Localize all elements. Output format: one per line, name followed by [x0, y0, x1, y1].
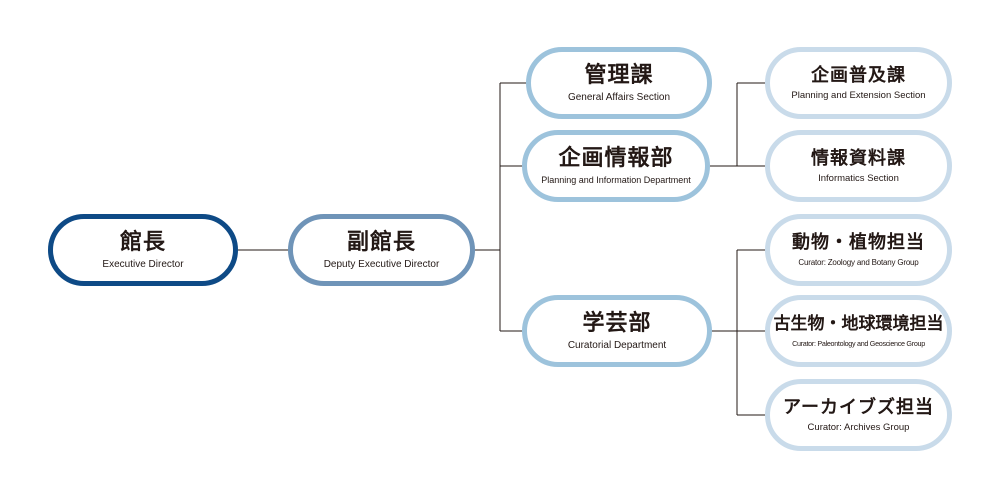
node-subtitle: Deputy Executive Director: [323, 258, 440, 270]
node-title: 動物・植物担当: [792, 231, 925, 253]
node-deputy-executive-director: 副館長 Deputy Executive Director: [288, 214, 475, 286]
node-subtitle: General Affairs Section: [567, 91, 671, 103]
node-title: 古生物・地球環境担当: [773, 313, 944, 334]
node-title: 情報資料課: [811, 147, 906, 169]
node-general-affairs-section: 管理課 General Affairs Section: [526, 47, 712, 119]
node-archives-group: アーカイブズ担当 Curator: Archives Group: [765, 379, 952, 451]
node-title: 副館長: [346, 229, 416, 255]
node-executive-director: 館長 Executive Director: [48, 214, 238, 286]
node-subtitle: Curator: Archives Group: [807, 421, 910, 433]
node-subtitle: Planning and Extension Section: [791, 89, 926, 101]
node-informatics-section: 情報資料課 Informatics Section: [765, 130, 952, 202]
node-title: 管理課: [584, 62, 654, 88]
node-subtitle: Planning and Information Department: [541, 174, 691, 185]
node-subtitle: Curator: Paleontology and Geoscience Gro…: [792, 338, 925, 348]
node-paleontology-geoscience-group: 古生物・地球環境担当 Curator: Paleontology and Geo…: [765, 295, 952, 367]
node-subtitle: Informatics Section: [818, 172, 899, 184]
node-subtitle: Curator: Zoology and Botany Group: [798, 257, 919, 267]
node-zoology-botany-group: 動物・植物担当 Curator: Zoology and Botany Grou…: [765, 214, 952, 286]
node-title: 館長: [119, 229, 166, 255]
node-curatorial-department: 学芸部 Curatorial Department: [522, 295, 712, 367]
node-title: 企画普及課: [811, 64, 906, 86]
node-title: 学芸部: [582, 310, 652, 336]
node-planning-information-department: 企画情報部 Planning and Information Departmen…: [522, 130, 710, 202]
node-title: 企画情報部: [558, 145, 674, 171]
node-subtitle: Executive Director: [102, 258, 184, 270]
node-subtitle: Curatorial Department: [567, 339, 667, 351]
node-title: アーカイブズ担当: [783, 396, 934, 418]
node-planning-extension-section: 企画普及課 Planning and Extension Section: [765, 47, 952, 119]
